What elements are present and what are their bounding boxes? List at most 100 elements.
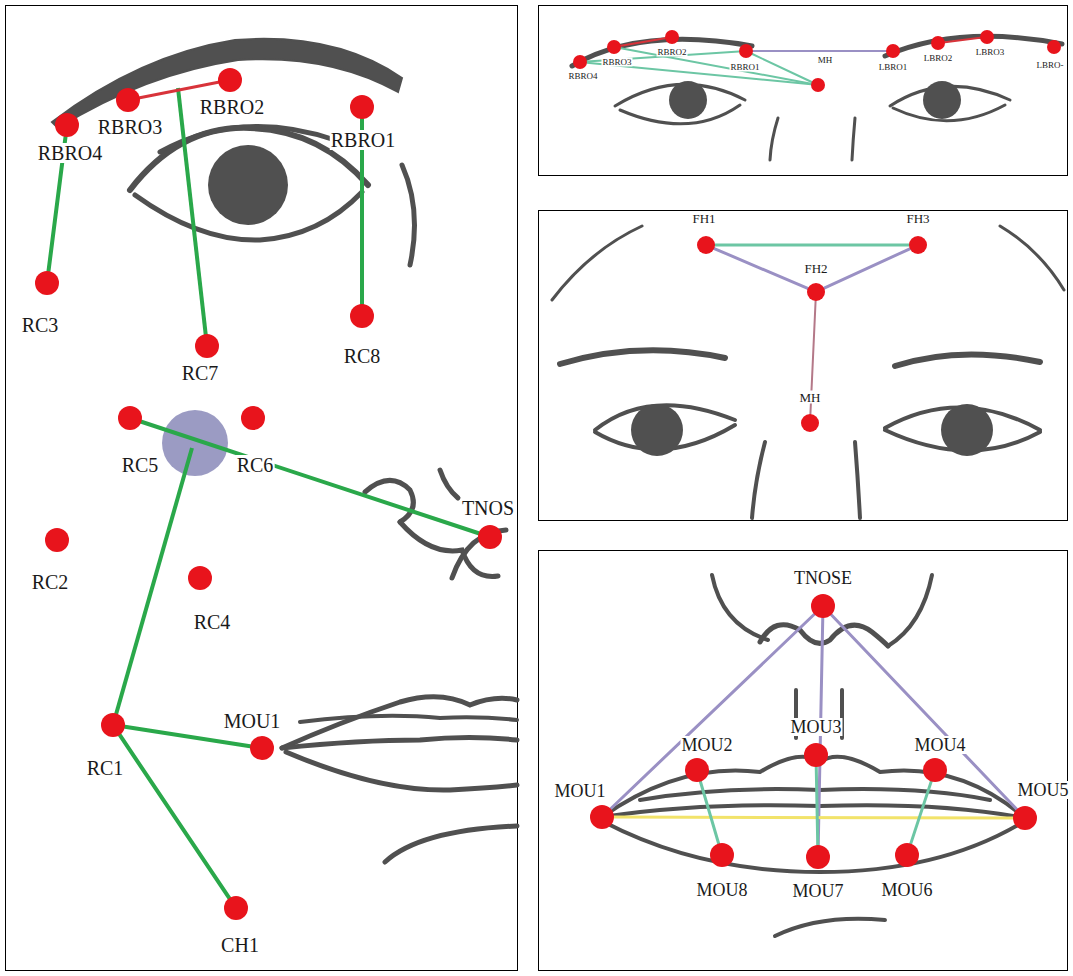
upper-lip — [282, 697, 517, 748]
nostril — [365, 480, 413, 522]
lower-lip — [604, 822, 1023, 872]
landmark-link — [120, 735, 230, 898]
landmark-dot: FH3 — [909, 236, 927, 254]
chin — [775, 919, 885, 936]
landmark-dot: MOU2 — [685, 758, 709, 782]
point-label: FH2 — [803, 262, 828, 275]
point-label: RBRO3 — [601, 58, 632, 67]
eyebrow — [885, 36, 1062, 56]
landmark-dot: RBRO3 — [116, 88, 140, 112]
point-label: FH1 — [691, 212, 716, 225]
panel-frame — [6, 6, 518, 971]
nose-wing — [712, 575, 768, 640]
landmark-dot: MOU7 — [806, 845, 830, 869]
landmark-dot: RC3 — [35, 271, 59, 295]
landmark-dot: MOU8 — [710, 843, 734, 867]
landmark-dot: LBRO- — [1047, 40, 1061, 54]
landmark-link — [831, 615, 1016, 810]
panel-frames — [6, 6, 1068, 971]
point-label: LBRO2 — [923, 54, 954, 63]
landmark-link — [824, 249, 910, 288]
landmark-dot: LBRO2 — [931, 36, 945, 50]
landmark-dot: TNOSE — [811, 594, 835, 618]
point-label: TNOS — [461, 498, 515, 518]
point-label: RC4 — [193, 612, 232, 632]
point-label: MOU6 — [880, 881, 933, 899]
point-label: RC7 — [181, 363, 220, 383]
brow-face — [572, 36, 1062, 160]
forehead-face — [552, 226, 1064, 518]
landmark-dot: MOU1 — [590, 805, 614, 829]
point-label: RC3 — [21, 315, 60, 335]
nose-side — [752, 442, 765, 518]
point-label: RC2 — [31, 572, 70, 592]
landmark-dot: RC7 — [195, 334, 219, 358]
point-label: RC1 — [86, 758, 125, 778]
eyebrow — [52, 39, 402, 128]
landmark-dot: MOU1 — [250, 736, 274, 760]
point-label: MOU8 — [695, 881, 748, 899]
landmark-link — [752, 54, 811, 82]
panel-frame — [539, 551, 1068, 971]
point-label: MOU7 — [791, 882, 844, 900]
point-label: MOU1 — [223, 711, 282, 731]
iris — [208, 145, 288, 225]
nose-side — [855, 442, 860, 518]
landmark-link — [700, 782, 718, 844]
landmark-dot: RBRO1 — [739, 44, 753, 58]
iris — [631, 404, 683, 456]
nose-line — [440, 470, 458, 498]
point-label: RBRO1 — [729, 63, 760, 72]
landmark-dot: MOU4 — [923, 758, 947, 782]
landmark-dot: RC1 — [101, 713, 125, 737]
point-label: LBRO3 — [975, 48, 1006, 57]
landmark-link — [614, 816, 1013, 820]
landmark-link — [140, 82, 218, 97]
eyebrow — [560, 350, 725, 364]
landmark-dot: RBRO4 — [573, 55, 587, 69]
landmark-dot: RBRO3 — [607, 40, 621, 54]
nose-side — [770, 118, 778, 160]
head-outline — [1000, 226, 1064, 290]
eyebrow — [572, 39, 752, 66]
landmark-link — [715, 244, 909, 247]
point-label: RC8 — [343, 346, 382, 366]
point-label: MOU3 — [789, 718, 842, 736]
panel-frame — [539, 6, 1068, 176]
landmark-dot: RC8 — [350, 304, 374, 328]
landmark-dot: RC2 — [45, 528, 69, 552]
point-label: CH1 — [220, 935, 260, 955]
mouth-face — [602, 575, 1025, 936]
landmark-link — [945, 38, 980, 42]
panel-frame — [539, 211, 1068, 521]
lip-contour — [300, 716, 517, 722]
landmark-dot: MOU3 — [804, 743, 828, 767]
lower-lip — [286, 752, 517, 790]
lip-contour — [640, 789, 990, 800]
mouth-line — [602, 805, 1025, 818]
guide-line — [113, 448, 192, 725]
landmark-dot: RC5 — [118, 406, 142, 430]
nose-side — [852, 118, 855, 160]
point-label: RC5 — [121, 455, 160, 475]
landmark-dot: RBRO2 — [665, 30, 679, 44]
landmark-dot: FH2 — [807, 283, 825, 301]
landmark-dot: MH — [811, 78, 825, 92]
landmark-dot: RBRO2 — [218, 68, 242, 92]
landmark-dot: CH1 — [224, 896, 248, 920]
mouth-line — [282, 738, 517, 749]
point-label: MH — [799, 391, 822, 404]
landmark-link — [753, 50, 886, 52]
point-label: RBRO3 — [97, 117, 163, 137]
landmark-dot: MOU5 — [1013, 806, 1037, 830]
nose-wing — [888, 575, 932, 646]
iris — [923, 81, 961, 119]
nose-side — [402, 165, 415, 265]
centroid-marker — [162, 410, 228, 476]
landmark-dot: RBRO4 — [55, 113, 79, 137]
point-label: LBRO1 — [878, 63, 909, 72]
point-label: RC6 — [236, 455, 275, 475]
